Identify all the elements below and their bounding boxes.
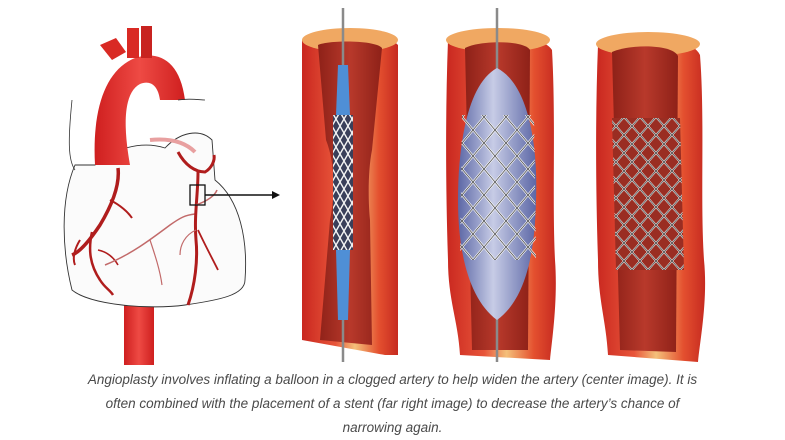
artery-inflated-balloon [446, 8, 556, 362]
angioplasty-illustration [63, 8, 706, 365]
heart-diagram [63, 26, 280, 365]
arrow-icon [272, 191, 280, 199]
caption-line-1: Angioplasty involves inflating a balloon… [87, 372, 698, 387]
caption-line-2: often combined with the placement of a s… [105, 396, 680, 411]
caption-line-3: narrowing again. [342, 420, 443, 435]
artery-stent-deployed [596, 32, 706, 362]
artery-deflated-balloon [302, 8, 398, 362]
figure-caption: Angioplasty involves inflating a balloon… [40, 368, 745, 440]
